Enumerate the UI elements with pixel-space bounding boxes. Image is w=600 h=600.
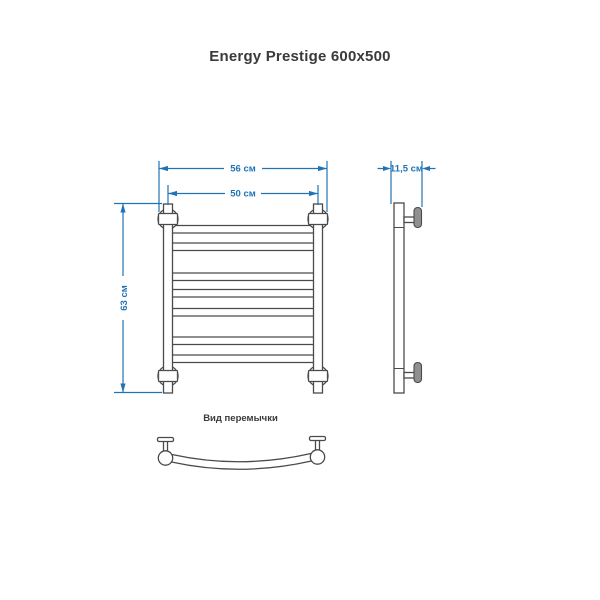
- right-post: [312, 203, 324, 394]
- wall-plate: [413, 361, 423, 384]
- rung: [167, 336, 319, 346]
- bracket-arm: [403, 371, 416, 379]
- post-cross-section: [157, 450, 174, 466]
- dim-depth: 11,5 см: [377, 161, 436, 207]
- bracket-flanges: [157, 212, 329, 383]
- rung: [167, 272, 319, 282]
- arrowhead: [309, 190, 318, 197]
- curved-rung-tube: [170, 452, 313, 470]
- rung: [167, 354, 319, 364]
- arrowhead: [422, 166, 430, 171]
- crossbar-view-label: Вид перемычки: [203, 413, 278, 424]
- rungs: [167, 224, 319, 364]
- arrowhead: [383, 166, 391, 171]
- rung: [167, 224, 319, 234]
- side-post: [393, 202, 405, 394]
- arrowhead: [120, 203, 126, 213]
- dim-center-width-label: 50 см: [230, 189, 256, 200]
- bracket-flange: [157, 212, 179, 226]
- rung: [167, 307, 319, 317]
- side-post-collar-line: [394, 226, 404, 370]
- post-cross-section: [309, 449, 326, 465]
- bracket-flange: [307, 369, 329, 383]
- page-title: Energy Prestige 600x500: [209, 48, 391, 65]
- dim-depth-label: 11,5 см: [390, 164, 423, 175]
- dim-height-label: 63 см: [119, 285, 130, 311]
- rung: [167, 242, 319, 252]
- arrowhead: [159, 165, 168, 172]
- bracket-arm: [403, 216, 416, 224]
- extension-line: [114, 202, 162, 394]
- rung: [167, 288, 319, 298]
- arrowhead: [168, 190, 177, 197]
- bracket-flange: [157, 369, 179, 383]
- bracket-flange: [307, 212, 329, 226]
- extension-line: [390, 161, 423, 207]
- valve-cap: [308, 435, 327, 442]
- extension-line: [167, 185, 319, 205]
- wall-plate: [413, 206, 423, 229]
- dim-outer-width-label: 56 см: [230, 164, 256, 175]
- left-post: [162, 203, 174, 394]
- valve-cap: [156, 436, 175, 443]
- arrowhead: [318, 165, 327, 172]
- dim-height: 63 см: [114, 202, 162, 394]
- front-view: 56 см 50 см 63 см: [114, 161, 329, 394]
- arrowhead: [120, 383, 126, 393]
- crossbar-view: Вид перемычки: [156, 413, 327, 470]
- side-view: 11,5 см: [377, 161, 436, 394]
- dim-outer-width: 56 см: [158, 161, 328, 212]
- dim-center-width: 50 см: [167, 185, 319, 205]
